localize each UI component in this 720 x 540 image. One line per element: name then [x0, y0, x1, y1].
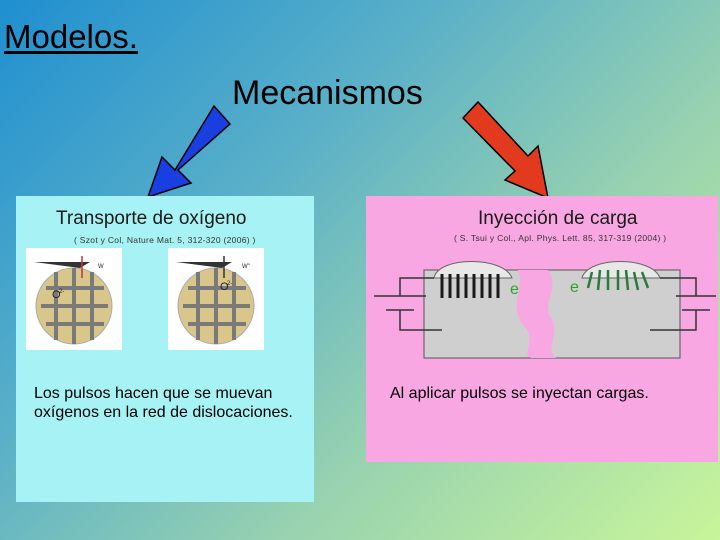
panel-tag-2: W": [242, 264, 250, 270]
oxygen-label-2: O: [220, 281, 229, 293]
oxygen-transport-figure: O 2- W O 2- W": [26, 248, 264, 350]
charge-injection-heading: Inyección de carga: [478, 208, 638, 229]
charge-injection-panel: Inyección de carga ( S. Tsui y Col., Apl…: [366, 196, 718, 462]
charge-injection-figure: e e: [374, 261, 716, 359]
arrow-left: [146, 104, 232, 199]
oxygen-transport-panel: Transporte de oxígeno ( Szot y Col, Natu…: [16, 196, 314, 502]
charge-injection-description: Al aplicar pulsos se inyectan cargas.: [390, 385, 649, 402]
slide-subtitle: Mecanismos: [232, 74, 423, 112]
dislocation-grid-image-2: O 2- W": [168, 248, 264, 350]
arrow-right: [461, 100, 550, 200]
circuit-wires: [374, 277, 716, 331]
slide-title: Modelos.: [4, 18, 138, 55]
panel-tag-1: W: [98, 264, 104, 270]
oxygen-transport-heading: Transporte de oxígeno: [56, 208, 247, 229]
electrode-left: [433, 261, 513, 279]
sample-gap: [516, 270, 556, 358]
injected-charges-right: [586, 269, 650, 291]
charge-sign-2: 2-: [227, 281, 232, 287]
injected-charges-left: [440, 274, 500, 298]
electrode-right: [581, 261, 661, 279]
charge-sign-1: 2-: [59, 289, 64, 295]
electron-label-left: e: [510, 281, 519, 298]
dislocation-grid-image-1: O 2- W: [26, 248, 122, 350]
oxygen-transport-description: Los pulsos hacen que se muevan oxígenos …: [34, 385, 293, 421]
charge-injection-citation: ( S. Tsui y Col., Apl. Phys. Lett. 85, 3…: [454, 233, 667, 243]
oxygen-transport-citation: ( Szot y Col, Nature Mat. 5, 312-320 (20…: [74, 235, 256, 245]
oxygen-label-1: O: [52, 289, 61, 301]
electron-label-right: e: [570, 279, 579, 296]
